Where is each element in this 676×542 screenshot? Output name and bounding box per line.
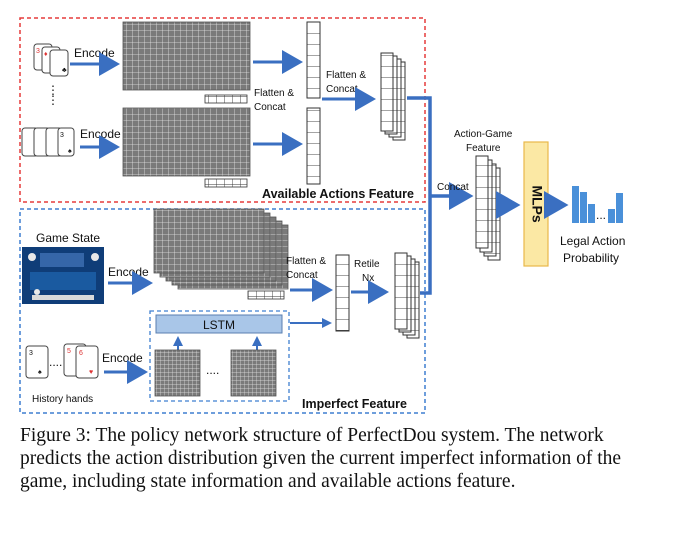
game-state-matrices bbox=[153, 208, 289, 290]
svg-text:⋮: ⋮ bbox=[47, 83, 59, 97]
svg-text:♣: ♣ bbox=[62, 67, 67, 74]
svg-text:5: 5 bbox=[67, 348, 71, 355]
history-hands-label: History hands bbox=[32, 394, 93, 405]
flatten-concat-label-1b: Concat bbox=[254, 102, 286, 113]
svg-text:3: 3 bbox=[60, 132, 64, 139]
flatten-concat-label-3b: Concat bbox=[286, 270, 318, 281]
encode-label-state: Encode bbox=[108, 265, 149, 279]
history-matrix-1 bbox=[154, 349, 201, 397]
flatten-concat-label-1a: Flatten & bbox=[254, 88, 294, 99]
flattened-vector-2 bbox=[306, 107, 321, 185]
available-actions-stack bbox=[380, 52, 406, 141]
flatten-concat-label-2b: Concat bbox=[326, 84, 358, 95]
svg-text:⋮: ⋮ bbox=[47, 93, 59, 107]
svg-text:♠: ♠ bbox=[68, 148, 72, 155]
lstm-box bbox=[149, 310, 290, 402]
retile-label-a: Retile bbox=[354, 259, 380, 270]
svg-text:♠: ♠ bbox=[38, 369, 42, 376]
flattened-vector-1 bbox=[306, 21, 321, 99]
flatten-concat-label-2a: Flatten & bbox=[326, 70, 366, 81]
figure-caption: Figure 3: The policy network structure o… bbox=[20, 425, 622, 492]
playing-card-icon: 3 ♠ bbox=[21, 127, 75, 157]
imperfect-feature-box bbox=[19, 208, 426, 414]
ellipsis-bars: ... bbox=[596, 208, 606, 222]
available-actions-box bbox=[19, 17, 426, 203]
imperfect-feature-label: Imperfect Feature bbox=[302, 397, 407, 411]
playing-card-icon: 3 ♦ ♣ bbox=[33, 43, 69, 77]
lstm-block bbox=[155, 314, 283, 334]
svg-text:6: 6 bbox=[79, 350, 83, 357]
playing-card-icon: 5 6 ♥ bbox=[63, 343, 99, 379]
playing-card-icon: 3 ♠ bbox=[25, 345, 49, 379]
flatten-concat-label-3a: Flatten & bbox=[286, 256, 326, 267]
action-matrix-2 bbox=[122, 107, 251, 177]
action-matrix-1 bbox=[122, 21, 251, 91]
legal-action-label-b: Probability bbox=[563, 251, 619, 265]
encode-label-mid: Encode bbox=[80, 127, 121, 141]
game-table-icon bbox=[22, 247, 104, 304]
imperfect-flattened-vector bbox=[335, 254, 350, 332]
svg-text:♦: ♦ bbox=[44, 51, 48, 58]
network-diagram: 3 ♦ ♣ Encode ⋮ ⋮ 3 ♠ Encode Flatten & Co… bbox=[19, 17, 625, 414]
ellipsis-history: .... bbox=[49, 355, 62, 369]
action-game-feature-label-a: Action-Game bbox=[454, 129, 513, 140]
action-game-feature-stack bbox=[475, 155, 501, 261]
probability-bars bbox=[572, 186, 623, 223]
svg-text:3: 3 bbox=[29, 350, 33, 357]
retile-label-b: Nx bbox=[362, 273, 374, 284]
imperfect-stack bbox=[394, 252, 420, 339]
encode-label-top: Encode bbox=[74, 46, 115, 60]
svg-text:3: 3 bbox=[36, 48, 40, 55]
mlps-label: MLPs bbox=[529, 185, 545, 223]
concat-label: Concat bbox=[437, 182, 469, 193]
history-matrix-2 bbox=[230, 349, 277, 397]
legal-action-label-a: Legal Action bbox=[560, 234, 625, 248]
ellipsis-lstm: .... bbox=[206, 363, 219, 377]
available-actions-feature-label: Available Actions Feature bbox=[262, 187, 414, 201]
action-game-feature-label-b: Feature bbox=[466, 143, 501, 154]
game-state-label: Game State bbox=[36, 231, 100, 245]
lstm-label: LSTM bbox=[203, 318, 235, 332]
encode-label-history: Encode bbox=[102, 351, 143, 365]
svg-text:♥: ♥ bbox=[89, 369, 93, 376]
